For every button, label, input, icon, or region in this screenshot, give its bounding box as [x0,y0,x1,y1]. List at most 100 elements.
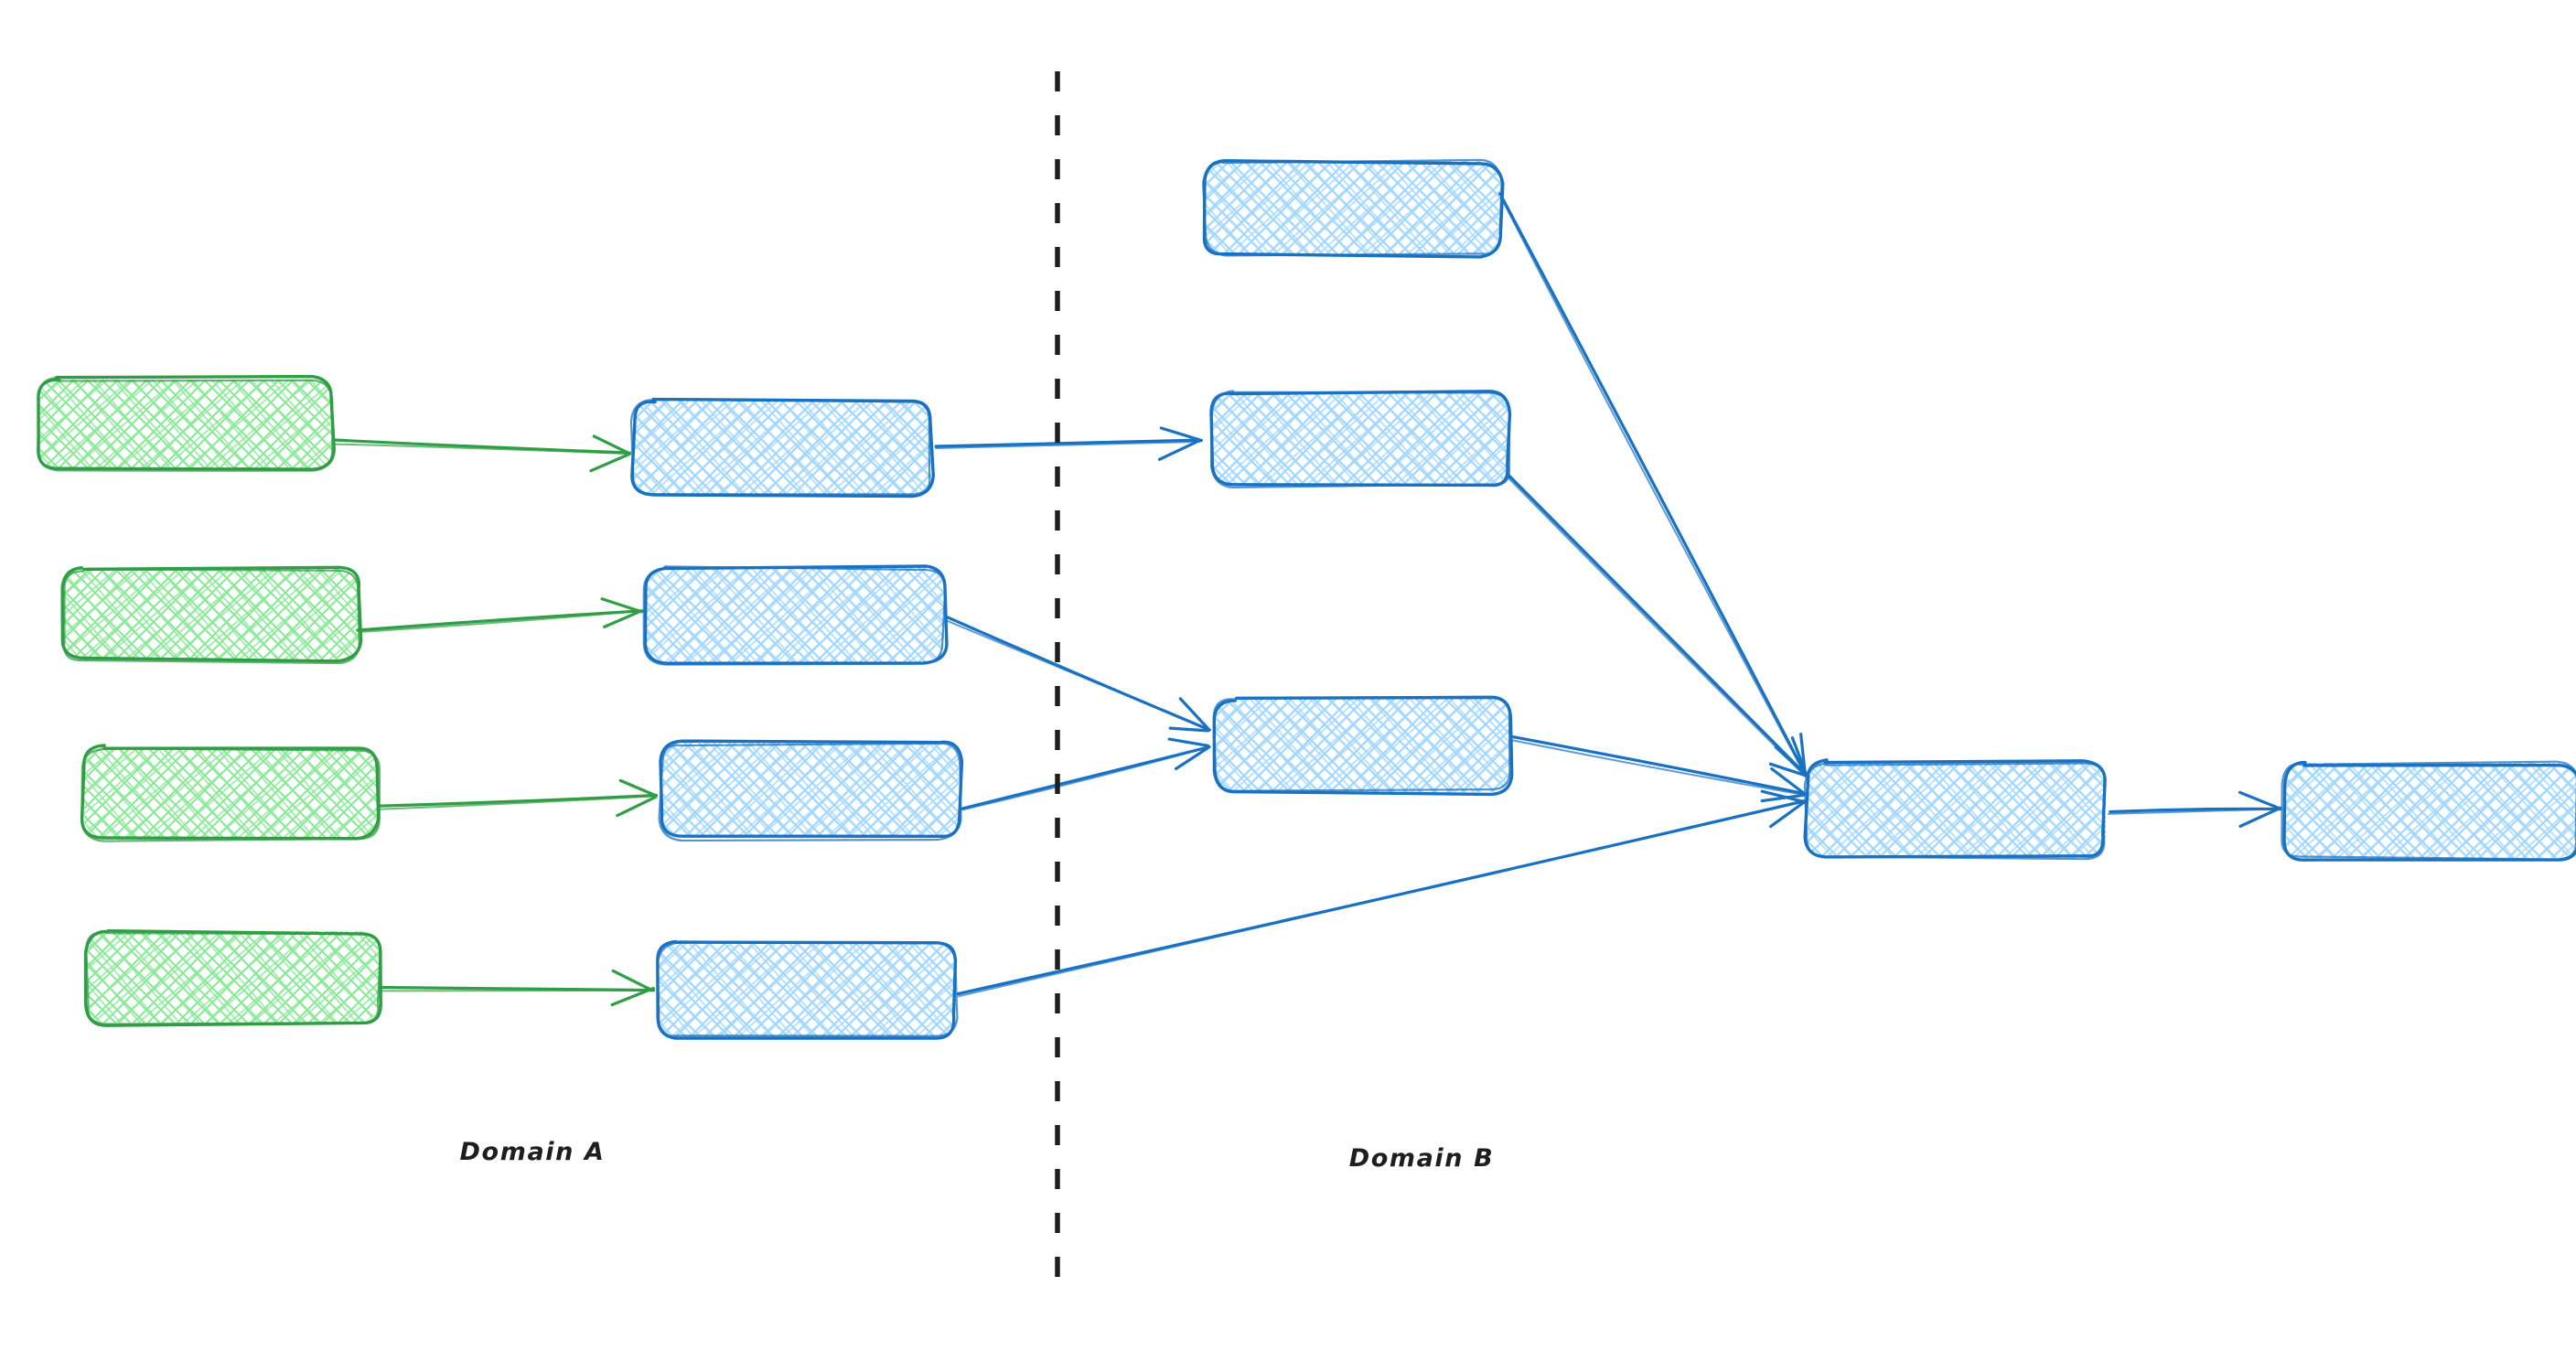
edge-arrowhead [1770,766,1807,796]
edge-arrowhead [1760,793,1806,803]
node-outline [85,930,381,1025]
node-c2[interactable] [1209,390,1512,489]
edge-shaft [961,745,1210,811]
edge-shaft [957,800,1805,998]
node-out[interactable] [2281,760,2576,862]
edge-shaft [946,619,1210,731]
edge-arrowhead [610,986,655,1007]
edge-e-hub-out[interactable] [2107,790,2282,828]
edge-arrowhead [1768,762,1810,778]
edge-shaft [378,795,657,810]
edge-arrowhead [2238,790,2281,810]
edge-arrowhead [611,969,654,992]
edge-arrowhead [1168,726,1210,733]
node-fill [1215,699,1511,792]
node-b1[interactable] [629,397,935,498]
node-outline [659,739,964,838]
edge-arrowhead [1159,426,1203,443]
edge-arrowhead [589,452,631,473]
edge-arrowhead [600,597,644,614]
node-fill [1213,391,1509,485]
domain-labels: Domain A Domain B [460,1138,1495,1173]
node-outline [63,568,360,665]
edge-shaft [1507,477,1809,779]
edge-shaft [956,799,1807,996]
edge-arrowhead [616,795,658,818]
edge-shaft [331,438,631,455]
edge-arrowhead [603,609,643,628]
node-b3[interactable] [658,739,964,842]
nodes-layer [37,158,2576,1040]
edges-layer [331,192,2282,1007]
edge-e-c3-hub[interactable] [1511,734,1807,803]
edge-e-a4-b4[interactable] [377,969,656,1007]
node-outline [642,565,947,666]
node-outline [37,376,334,472]
edge-shaft [1507,474,1810,779]
edge-e-a2-b2[interactable] [356,597,645,634]
node-fill [660,743,959,838]
node-fill [633,401,931,496]
node-a1[interactable] [37,374,336,472]
edge-arrowhead [1167,737,1210,747]
node-outline [1212,695,1511,792]
node-fill [86,931,379,1023]
node-outline [2281,760,2576,861]
edge-arrowhead [1157,438,1202,461]
node-fill [84,748,379,840]
edge-arrowhead [1790,736,1809,779]
node-outline [80,747,381,842]
edge-arrowhead [618,778,658,798]
node-a3[interactable] [80,744,381,842]
edge-shaft [1511,734,1805,796]
node-c1[interactable] [1201,158,1505,259]
edge-e-b1-c2[interactable] [934,426,1203,461]
node-a4[interactable] [83,929,382,1027]
node-fill [657,942,955,1037]
edge-e-a3-b3[interactable] [377,778,659,818]
node-outline [1209,390,1511,489]
edge-e-b4-hub[interactable] [956,789,1807,998]
edge-shaft [332,443,631,456]
edge-arrowhead [1174,745,1210,771]
node-b2[interactable] [642,564,949,666]
node-b4[interactable] [656,939,959,1040]
edge-shaft [377,793,659,808]
edge-shaft [358,609,644,634]
node-hub[interactable] [1803,758,2107,861]
node-outline [656,939,958,1040]
edge-arrowhead [592,434,631,456]
edge-e-a1-b1[interactable] [331,434,631,473]
edge-shaft [935,440,1201,450]
edge-e-b2-c3[interactable] [946,616,1211,733]
node-outline [658,742,962,842]
domain-b-label: Domain B [1349,1144,1495,1173]
edge-shaft [934,438,1202,448]
edge-shaft [1497,193,1808,778]
edge-e-c2-hub[interactable] [1507,474,1810,779]
node-fill [38,380,333,469]
edge-shaft [356,609,645,632]
node-fill [62,569,359,660]
edge-arrowhead [2238,806,2282,828]
edge-arrowhead [1769,799,1807,829]
node-fill [2283,763,2576,858]
edge-e-b3-c3[interactable] [960,737,1211,811]
edge-shaft [1498,192,1808,777]
node-fill [646,567,944,662]
edge-e-c1-hub[interactable] [1497,192,1809,778]
domain-a-label: Domain A [460,1138,606,1166]
edge-shaft [1512,739,1804,796]
edge-arrowhead [1178,697,1211,732]
node-a2[interactable] [60,565,363,665]
node-fill [1204,161,1500,254]
node-c3[interactable] [1212,695,1514,797]
node-fill [1808,763,2106,858]
node-outline [1803,762,2106,861]
node-outline [629,397,931,496]
node-outline [60,565,363,663]
node-outline [1201,158,1503,257]
node-outline [656,940,959,1037]
